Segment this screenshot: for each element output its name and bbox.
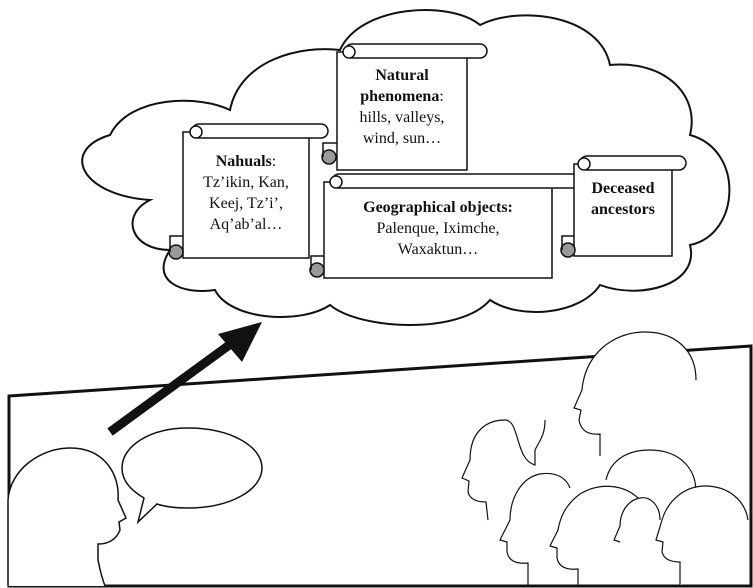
natural-line-1: hills, valleys, <box>359 109 445 126</box>
speaker-head <box>7 447 127 587</box>
geographical-line-2: Waxaktun… <box>397 241 479 258</box>
geographical-line-1: Palenque, Iximche, <box>376 220 500 237</box>
audience-head-7 <box>613 497 661 543</box>
natural-phenomena-text: Natural phenomena: hills, valleys, wind,… <box>340 65 464 149</box>
audience <box>461 331 749 586</box>
natural-title-line-1: Natural <box>340 65 464 86</box>
scroll-natural-phenomena <box>321 43 488 171</box>
nahuals-line-3: Aq’ab’al… <box>209 216 283 233</box>
audience-head-5 <box>549 485 641 586</box>
scroll-nahuals <box>168 123 329 260</box>
nahuals-title-line: Nahuals: <box>215 153 277 170</box>
deceased-ancestors-text: Deceased ancestors <box>577 178 669 220</box>
geographical-objects-text: Geographical objects: Palenque, Iximche,… <box>327 197 549 260</box>
audience-head-6 <box>655 485 749 586</box>
nahuals-line-2: Keej, Tz’i’, <box>209 195 283 212</box>
natural-title-line-2: phenomena: <box>360 88 444 105</box>
ancestors-title-1: Deceased <box>591 180 655 197</box>
arrow-to-cloud <box>107 322 262 436</box>
nahuals-text: Nahuals: Tz’ikin, Kan, Keej, Tz’i’, Aq’a… <box>186 151 306 235</box>
ancestors-title-line-1: Deceased <box>577 178 669 199</box>
ancestors-title-2: ancestors <box>591 201 655 218</box>
geographical-title-line: Geographical objects: <box>327 197 549 218</box>
audience-head-1 <box>573 331 697 456</box>
nahuals-line-1: Tz’ikin, Kan, <box>203 174 289 191</box>
natural-title-1: Natural <box>375 67 429 84</box>
natural-line-2: wind, sun… <box>362 130 442 147</box>
ancestors-title-line-2: ancestors <box>577 199 669 220</box>
speech-bubble <box>121 427 263 525</box>
audience-head-3 <box>605 449 697 501</box>
nahuals-title: Nahuals <box>215 153 272 170</box>
audience-head-4 <box>499 472 571 586</box>
natural-title-2: phenomena <box>360 88 440 105</box>
audience-head-2 <box>461 419 546 521</box>
geographical-title: Geographical objects: <box>363 199 513 216</box>
scroll-deceased-ancestors <box>560 155 687 258</box>
